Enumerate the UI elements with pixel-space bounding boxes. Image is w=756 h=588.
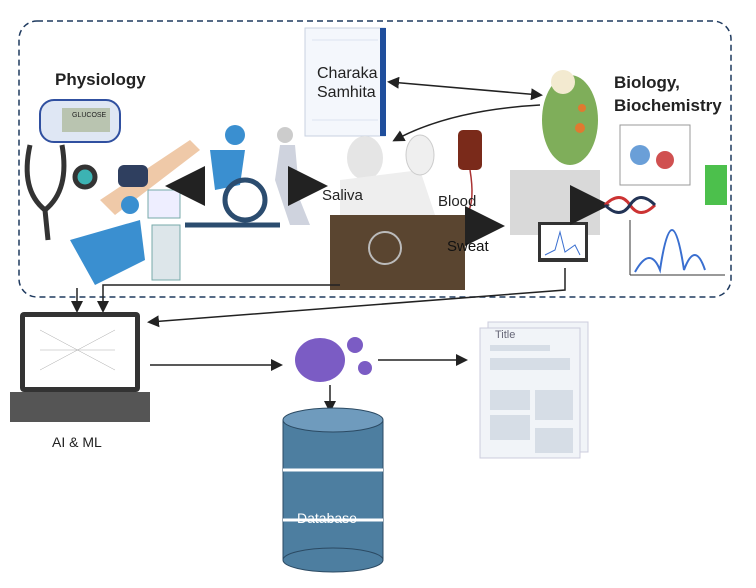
blood-bag-icon: [439, 130, 482, 227]
dashed-frame: [18, 20, 732, 298]
sweat-label: Sweat: [447, 238, 489, 255]
dna-icon: [603, 196, 657, 214]
runner-icon: [275, 127, 310, 225]
database-label: Database: [297, 510, 357, 526]
ai-ml-label: AI & ML: [52, 434, 102, 450]
plant-icon: [542, 70, 598, 165]
glucose-meter-icon: [39, 99, 121, 143]
glucose-label: GLUCOSE: [72, 112, 107, 119]
chromatogram-icon: [629, 220, 725, 276]
database-icon: [282, 407, 384, 573]
report-title-label: Title: [495, 329, 516, 341]
volcano-plot-icon: [619, 124, 691, 186]
biology-label-line2: Biochemistry: [614, 96, 722, 115]
protein-icon: [705, 165, 727, 205]
notebook-icon: [304, 27, 386, 137]
stethoscope-icon: [24, 144, 98, 241]
charaka-label-line2: Samhita: [317, 84, 376, 101]
exercise-bike-icon: [185, 125, 280, 228]
laptop-neural-net-icon: [10, 312, 150, 422]
blood-label: Blood: [438, 193, 477, 210]
blood-pressure-arm-icon: [100, 140, 200, 215]
report-document-icon: [479, 321, 589, 459]
biology-label-line1: Biology,: [614, 73, 680, 92]
brain-gears-icon: [295, 337, 372, 382]
saliva-label: Saliva: [322, 187, 363, 204]
lab-analyzer-icon: [510, 170, 600, 262]
patient-test-icon: [70, 189, 181, 285]
charaka-label-line1: Charaka: [317, 65, 378, 82]
sweat-patch-photo: [330, 215, 465, 290]
physiology-label: Physiology: [55, 70, 146, 89]
